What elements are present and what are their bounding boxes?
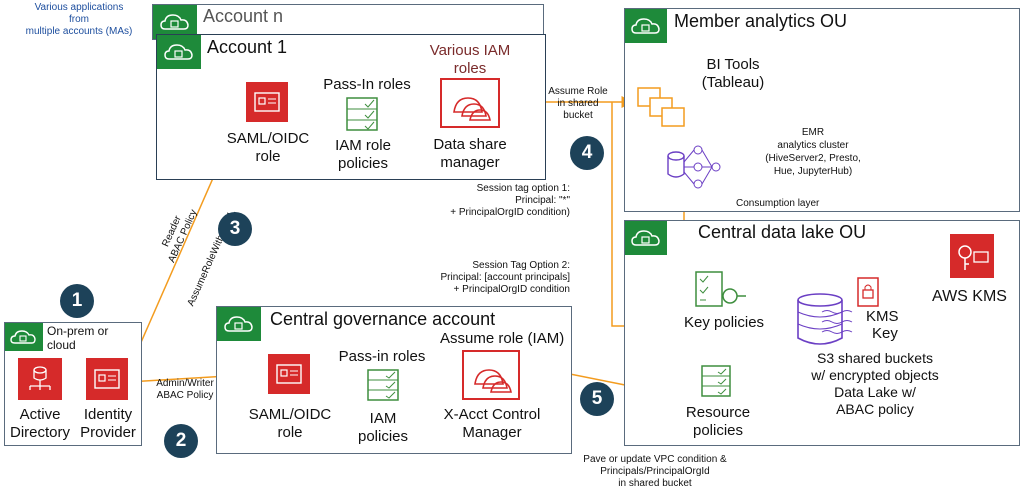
session-tag-2-note: Session Tag Option 2:Principal: [account… — [440, 260, 570, 295]
gov-hard-hats-icon — [462, 350, 520, 400]
gov-iam-policies-icon — [366, 368, 400, 402]
cloud-icon — [625, 221, 667, 255]
step-5-badge: 5 — [580, 382, 614, 416]
step-1-badge: 1 — [60, 284, 94, 318]
governance-title: Central governance account — [270, 309, 496, 329]
cloud-icon — [5, 323, 43, 351]
pave-note: Pave or update VPC condition &Principals… — [583, 454, 727, 489]
step-4-badge: 4 — [570, 136, 604, 170]
central-data-lake-title: Central data lake OU — [698, 222, 867, 242]
bi-tools-icon — [636, 86, 692, 132]
gov-saml-role-icon — [268, 354, 310, 394]
resource-policies-icon — [700, 364, 732, 398]
aws-kms-label: AWS KMS — [932, 288, 1007, 305]
member-analytics-title: Member analytics OU — [674, 11, 848, 31]
iam-policies-icon — [345, 96, 379, 132]
account-n-title: Account n — [203, 6, 284, 26]
account1-title: Account 1 — [207, 37, 288, 57]
identity-provider-icon — [86, 358, 128, 400]
step-3-badge: 3 — [218, 212, 252, 246]
member-analytics-box — [624, 8, 1020, 212]
key-policies-icon — [694, 270, 748, 308]
emr-cluster-icon — [664, 142, 724, 192]
hard-hats-icon — [440, 78, 500, 128]
consumption-layer-label: Consumption layer — [736, 198, 820, 209]
step-2-badge: 2 — [164, 424, 198, 458]
assume-role-iam-label: Assume role (IAM) — [440, 330, 565, 347]
cloud-icon — [153, 5, 197, 39]
key-policies-label: Key policies — [684, 314, 765, 331]
s3-bucket-icon — [790, 292, 860, 348]
aws-kms-icon — [950, 234, 994, 278]
account1-passin-label: Pass-In roles — [323, 76, 411, 93]
session-tag-1-note: Session tag option 1:Principal: "*"+ Pri… — [450, 183, 570, 218]
cloud-icon — [625, 9, 667, 43]
kms-key-icon — [856, 276, 880, 308]
bi-tools-label: BI Tools(Tableau) — [701, 56, 765, 91]
gov-passin-label: Pass-in roles — [338, 348, 426, 365]
saml-role-icon — [246, 82, 288, 122]
cloud-icon — [217, 307, 261, 341]
active-directory-icon — [18, 358, 62, 400]
cloud-icon — [157, 35, 201, 69]
